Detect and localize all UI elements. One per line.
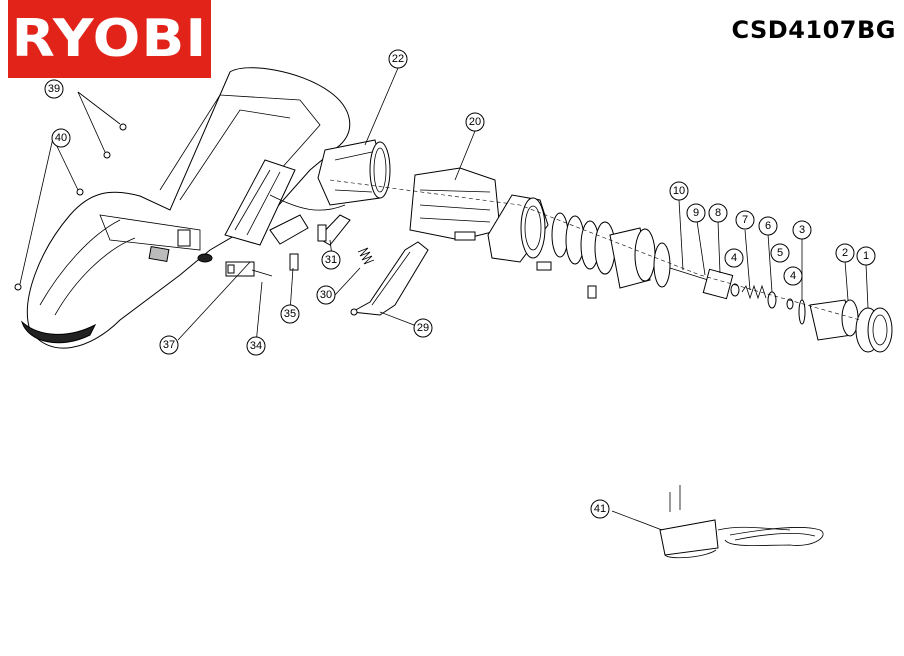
callout-37: 37: [159, 335, 179, 355]
part-31: [317, 214, 351, 246]
callout-29: 29: [413, 318, 433, 338]
callout-5: 5: [770, 243, 790, 263]
svg-text:31: 31: [325, 254, 337, 266]
svg-text:20: 20: [469, 116, 481, 128]
spindle: [669, 267, 806, 325]
svg-text:5: 5: [777, 247, 783, 259]
svg-text:4: 4: [790, 270, 796, 282]
svg-text:1: 1: [863, 250, 869, 262]
svg-text:2: 2: [842, 247, 848, 259]
svg-text:39: 39: [48, 83, 60, 95]
callout-3: 3: [792, 220, 812, 240]
housing-handle: [21, 67, 351, 349]
callout-39: 39: [44, 79, 64, 99]
svg-text:3: 3: [799, 224, 805, 236]
svg-text:37: 37: [163, 339, 175, 351]
callout-30: 30: [316, 285, 336, 305]
model-number: CSD4107BG: [731, 16, 896, 44]
callout-4b: 4: [783, 266, 803, 286]
callout-20: 20: [465, 112, 485, 132]
svg-text:4: 4: [731, 252, 737, 264]
callout-41: 41: [590, 499, 610, 519]
callout-2: 2: [835, 243, 855, 263]
svg-text:30: 30: [320, 289, 332, 301]
callout-40: 40: [51, 128, 71, 148]
svg-text:29: 29: [417, 322, 429, 334]
part-30-spring: [357, 247, 375, 265]
callout-34: 34: [246, 336, 266, 356]
callout-1: 1: [856, 246, 876, 266]
part-2-sleeve: [809, 299, 859, 341]
svg-text:41: 41: [594, 503, 606, 515]
svg-text:35: 35: [284, 308, 296, 320]
callout-35: 35: [280, 304, 300, 324]
svg-text:6: 6: [765, 220, 771, 232]
callout-7: 7: [735, 210, 755, 230]
ryobi-logo: RYOBI: [8, 0, 211, 78]
callout-22: 22: [388, 49, 408, 69]
callout-10: 10: [669, 181, 689, 201]
callout-31: 31: [321, 250, 341, 270]
svg-text:34: 34: [250, 340, 262, 352]
svg-text:40: 40: [55, 132, 67, 144]
callout-9: 9: [686, 203, 706, 223]
gear-housing: [487, 194, 549, 263]
callout-8: 8: [708, 203, 728, 223]
callout-6: 6: [758, 216, 778, 236]
part-22-motor: [317, 139, 391, 206]
part-1-collar: [855, 307, 893, 353]
svg-text:9: 9: [693, 207, 699, 219]
callout-4a: 4: [724, 248, 744, 268]
svg-text:8: 8: [715, 207, 721, 219]
part-20-gearbox: [409, 167, 501, 241]
screws: [14, 123, 127, 291]
svg-text:7: 7: [742, 214, 748, 226]
logo-text: RYOBI: [11, 9, 208, 69]
svg-text:22: 22: [392, 53, 404, 65]
svg-text:10: 10: [673, 185, 685, 197]
part-41-charger: [659, 485, 824, 559]
